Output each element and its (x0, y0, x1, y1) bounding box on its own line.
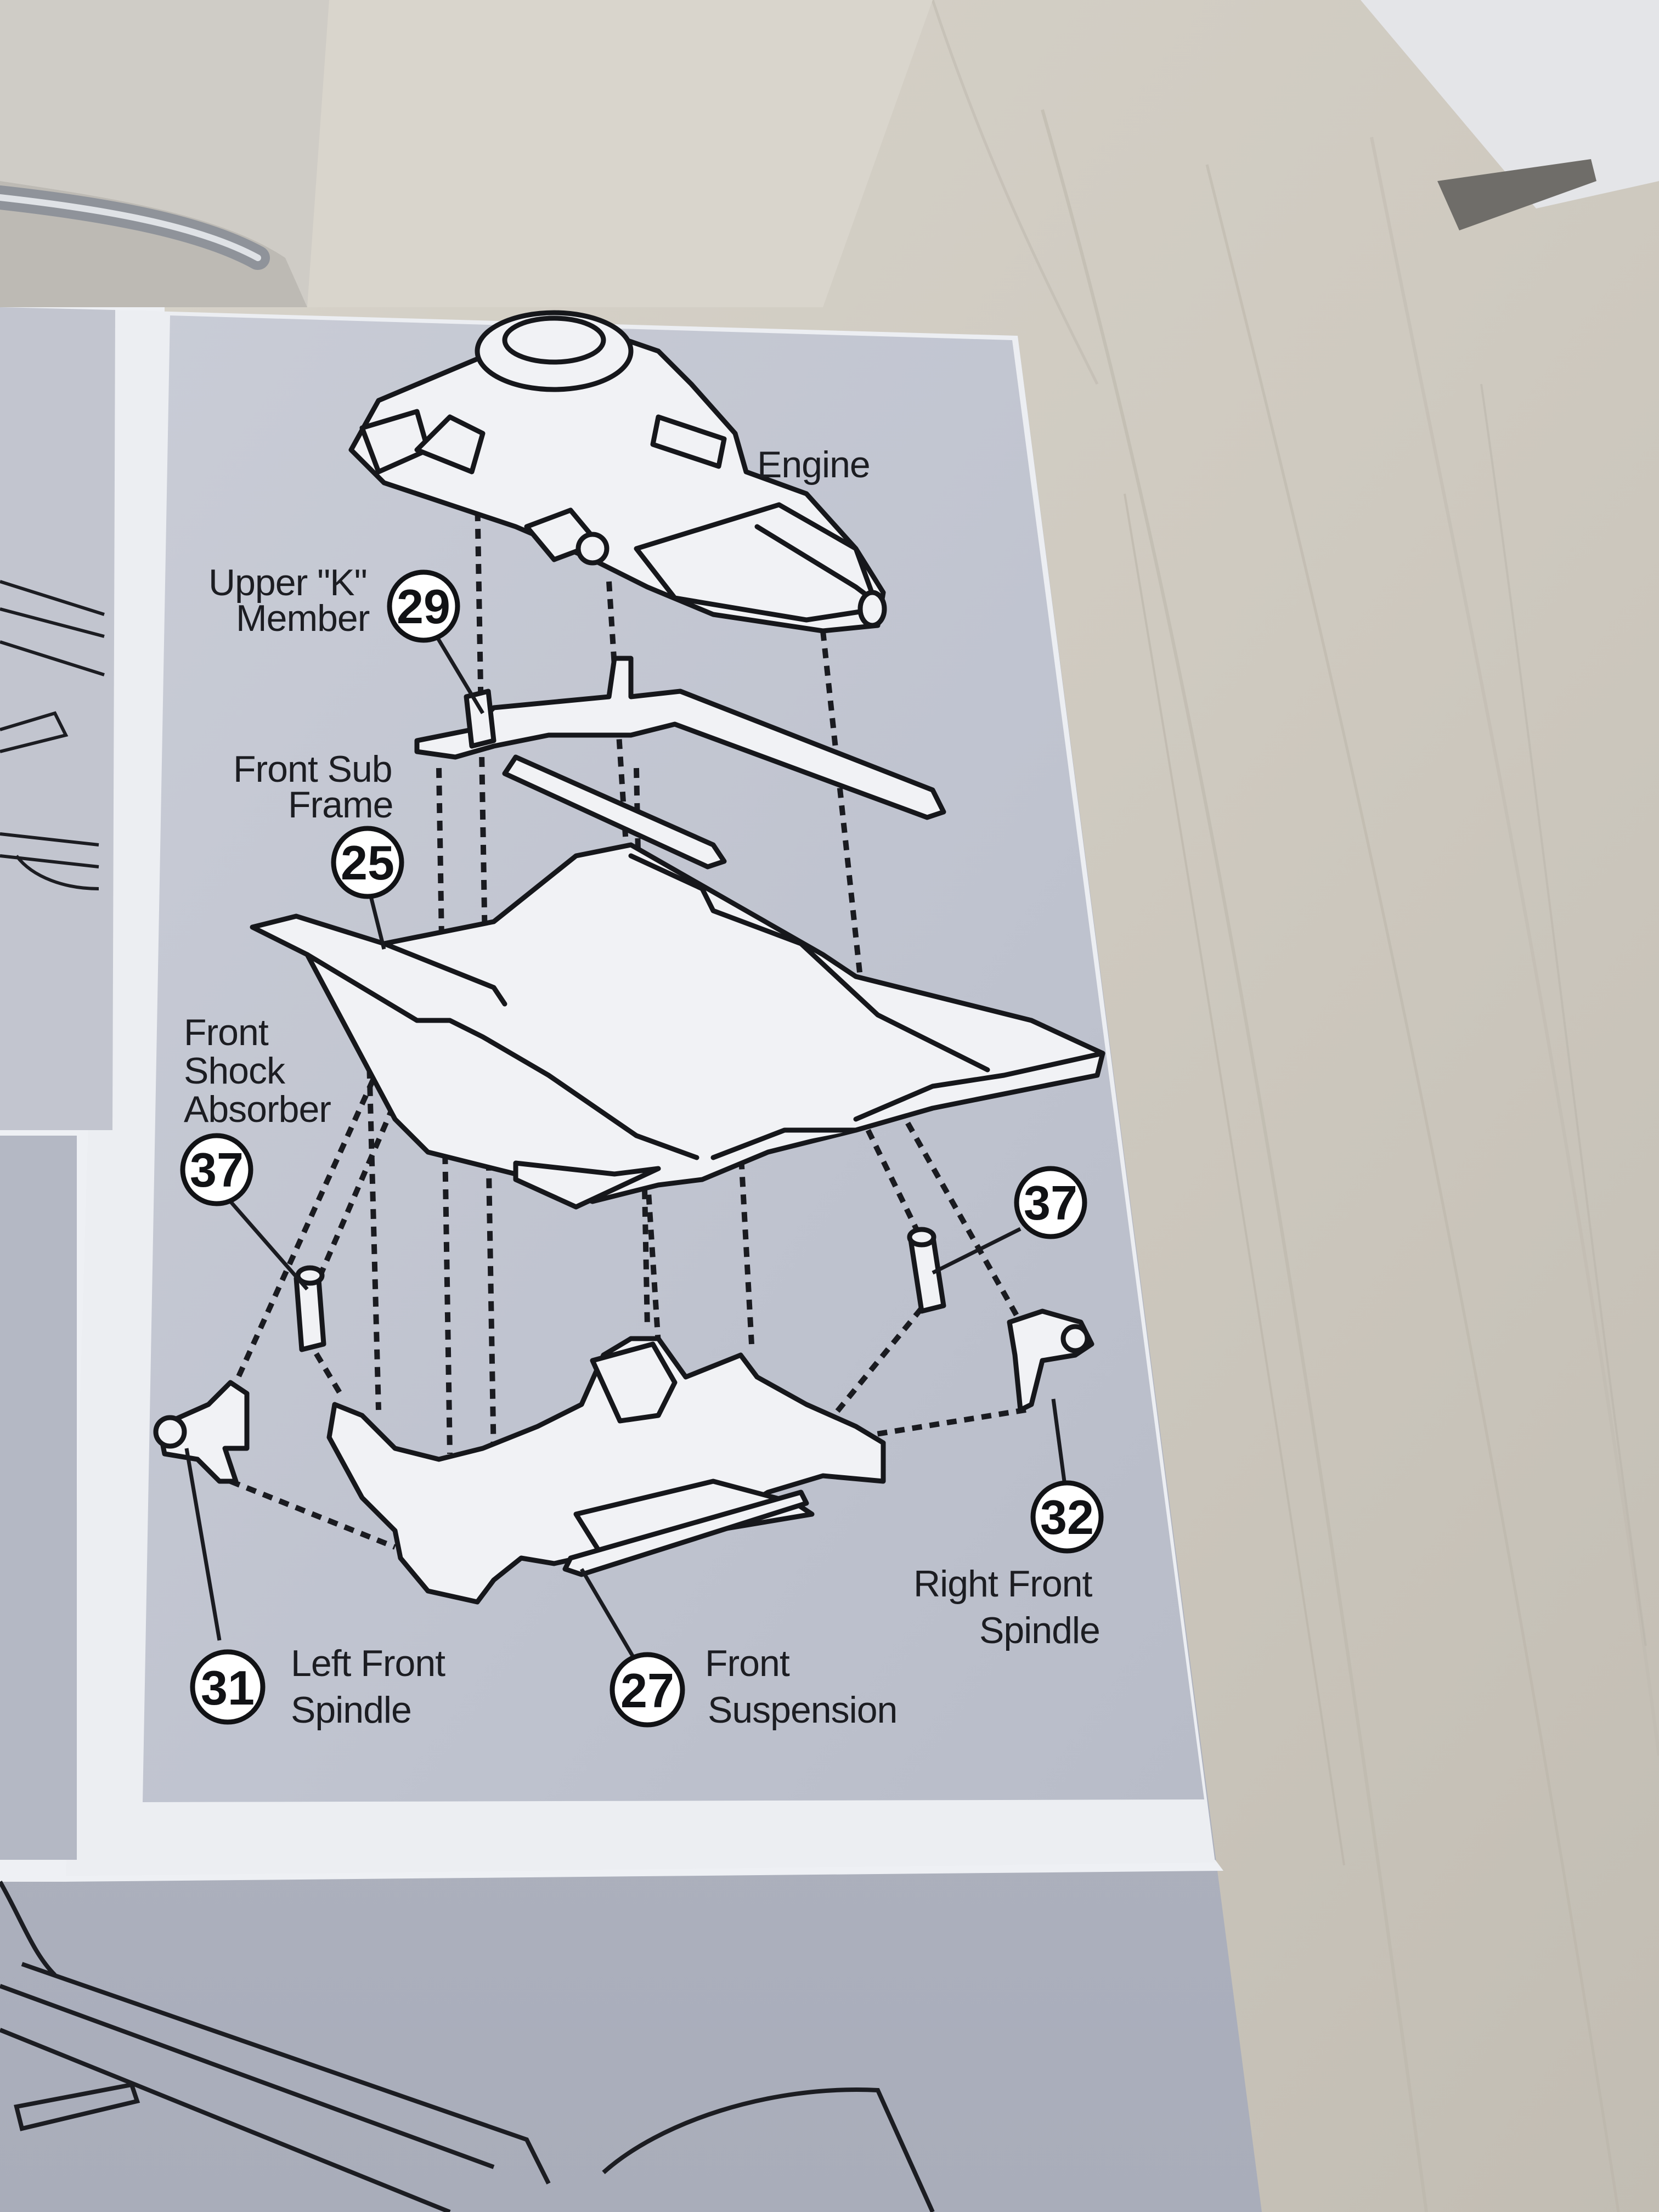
engine-label: Engine (757, 444, 870, 486)
front-sub-frame-label-line2: Frame (288, 784, 393, 826)
upper-k-member-label-line2: Member (236, 597, 370, 639)
front-sub-frame-label-line1: Front Sub (233, 748, 392, 790)
callout-37-right: 37 (1014, 1166, 1087, 1239)
front-suspension-label-line1: Front (705, 1643, 790, 1684)
svg-text:31: 31 (201, 1661, 255, 1715)
left-front-spindle-part (153, 1380, 250, 1484)
callout-37-left: 37 (180, 1133, 253, 1206)
callout-32: 32 (1030, 1480, 1104, 1554)
svg-text:32: 32 (1040, 1490, 1094, 1544)
svg-text:37: 37 (190, 1143, 244, 1197)
left-shock-absorber-part (294, 1265, 326, 1352)
front-suspension-part (326, 1336, 886, 1605)
front-shock-absorber-label-line3: Absorber (184, 1088, 331, 1130)
front-shock-absorber-label-line2: Shock (184, 1050, 286, 1092)
svg-text:25: 25 (341, 836, 394, 890)
background-objects (0, 0, 1659, 307)
front-shock-absorber-label-line1: Front (184, 1012, 269, 1053)
svg-text:29: 29 (397, 579, 450, 634)
right-front-spindle-part (1007, 1308, 1094, 1413)
front-suspension-label-line2: Suspension (708, 1689, 897, 1731)
left-front-spindle-label-line2: Spindle (291, 1689, 411, 1731)
right-shock-absorber-part (907, 1227, 946, 1314)
part-labels: Engine Upper "K" Member Front Sub Frame … (184, 444, 1101, 1731)
callout-29: 29 (387, 569, 460, 643)
callout-27: 27 (610, 1652, 685, 1728)
callout-31: 31 (190, 1649, 266, 1725)
right-front-spindle-label-line1: Right Front (913, 1563, 1092, 1605)
callout-number-badges: 29 25 37 37 32 31 27 (180, 569, 1104, 1728)
left-front-spindle-label-line1: Left Front (291, 1643, 445, 1684)
upper-k-member-label-line1: Upper "K" (208, 562, 367, 603)
front-sub-frame-part (250, 842, 1105, 1210)
right-front-spindle-label-line2: Spindle (979, 1610, 1100, 1651)
upper-k-member-part (414, 656, 946, 870)
svg-text:37: 37 (1024, 1176, 1077, 1230)
engine-part (348, 310, 887, 634)
svg-text:27: 27 (620, 1663, 674, 1718)
callout-25: 25 (331, 826, 404, 899)
callout-leader-lines (184, 630, 1066, 1663)
